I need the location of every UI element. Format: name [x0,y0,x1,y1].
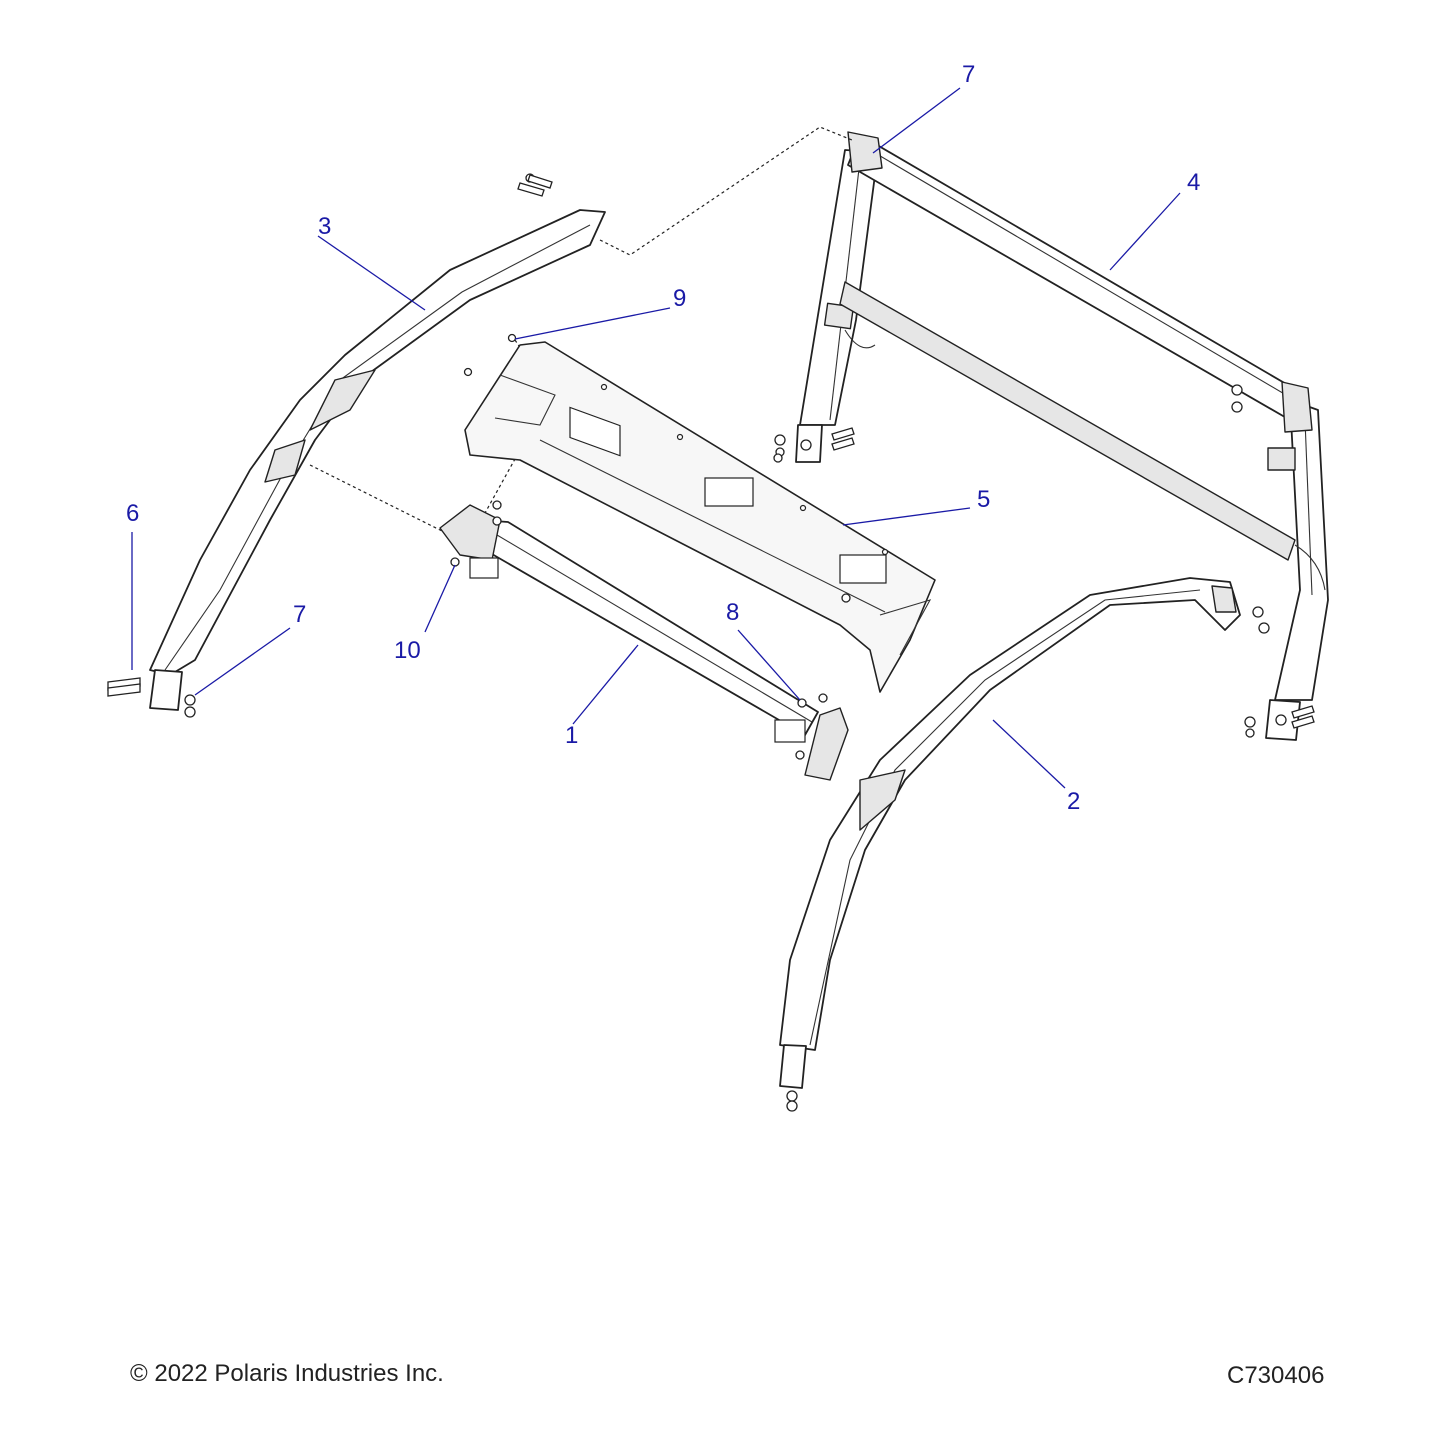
rear-panel-part-5 [463,333,936,693]
callout-5: 5 [977,486,990,513]
callout-7-lower: 7 [293,601,306,628]
callout-6: 6 [126,500,139,527]
alignment-line-panel [469,449,521,541]
alignment-line-upper [599,126,853,256]
drawing-number: C730406 [1227,1362,1325,1389]
callout-2: 2 [1067,788,1080,815]
lower-cross-bar-part-1 [439,500,849,781]
callout-8: 8 [726,599,739,626]
callout-10: 10 [394,637,421,664]
callout-3: 3 [318,213,331,240]
callout-9: 9 [673,285,686,312]
callout-4: 4 [1187,169,1200,196]
callout-7-upper: 7 [962,61,975,88]
left-front-roll-bar-part-3 [107,173,606,718]
rear-cage-frame-part-4 [774,131,1329,741]
callout-leaders [131,87,1181,789]
copyright-notice: © 2022 Polaris Industries Inc. [130,1360,444,1387]
callout-1: 1 [565,722,578,749]
right-front-roll-bar-part-2 [779,577,1241,1112]
